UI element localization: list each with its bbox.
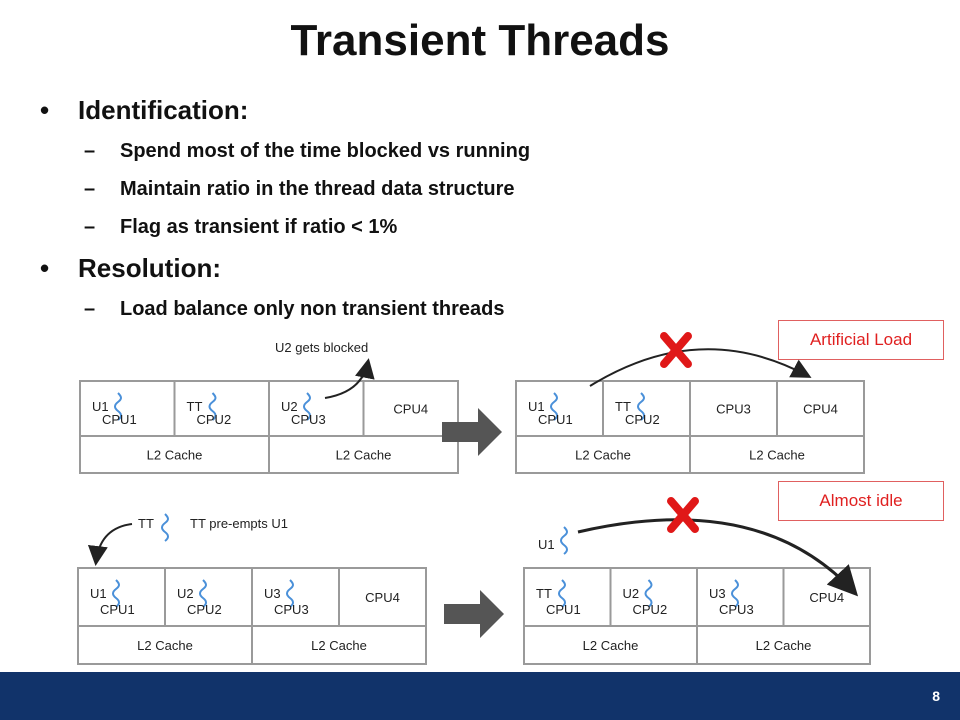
l2-cache-label: L2 Cache [583,638,639,653]
thread-squiggle-icon [114,392,122,421]
l2-cache-label: L2 Cache [756,638,812,653]
l2-cache-label: L2 Cache [137,638,193,653]
sub-bullet-text: Flag as transient if ratio < 1% [120,216,398,238]
thread-label: U1 [528,399,545,414]
thread-label: TT [187,399,203,414]
cpu-label: CPU4 [365,590,400,605]
bullet-identification: • Identification: [40,88,740,132]
bullet-list: • Identification: – Spend most of the time… [40,88,740,328]
almost-idle-callout: Almost idle [778,481,944,521]
thread-squiggle-icon [161,513,169,542]
cpu-label: CPU4 [809,590,844,605]
dash-marker: – [84,140,96,162]
sub-bullet: – Flag as transient if ratio < 1% [40,208,740,246]
thread-squiggle-icon [286,579,294,608]
thread-squiggle-icon [560,526,568,555]
cpu-label: CPU1 [546,602,581,617]
cpu-label: CPU1 [100,602,135,617]
cpu-label: CPU2 [197,412,232,427]
cpu-label: CPU3 [274,602,309,617]
cpu-label: CPU4 [393,402,428,417]
bullet-dot: • [40,95,50,125]
dash-marker: – [84,216,96,238]
thread-label: U2 [177,586,194,601]
thread-label: U1 [538,537,555,552]
red-x-icon [667,497,699,533]
thread-squiggle-icon [199,579,207,608]
thread-label: U1 [92,399,109,414]
bullet-resolution-label: Resolution: [78,253,221,283]
l2-cache-label: L2 Cache [336,448,392,463]
sub-bullet: – Maintain ratio in the thread data struc… [40,170,740,208]
red-x-icon [660,332,692,368]
page-number: 8 [932,688,940,704]
thread-label: U3 [709,586,726,601]
bullet-dot: • [40,253,50,283]
thread-squiggle-icon [731,579,739,608]
thread-label: U3 [264,586,281,601]
cpu-label: CPU3 [716,402,751,417]
cpu-label: CPU1 [102,412,137,427]
bullet-resolution: • Resolution: [40,246,740,290]
bullet-identification-label: Identification: [78,95,249,125]
thread-squiggle-icon [637,392,645,421]
sub-bullet-text: Load balance only non transient threads [120,298,505,320]
l2-cache-label: L2 Cache [147,448,203,463]
blocked-curve-arrow [324,358,375,399]
thread-label: TT [536,586,552,601]
sub-bullet: – Spend most of the time blocked vs runni… [40,132,740,170]
cpu-label: CPU2 [187,602,222,617]
cpu-label: CPU3 [291,412,326,427]
l2-cache-label: L2 Cache [575,448,631,463]
artificial-load-callout: Artificial Load [778,320,944,360]
tt-preempts-annotation: TT pre-empts U1 [190,516,288,531]
cpu-label: CPU4 [803,402,838,417]
migration-arc-arrow [577,518,859,597]
u2-blocked-annotation: U2 gets blocked [275,340,368,355]
sub-bullet-text: Maintain ratio in the thread data struct… [120,178,515,200]
dash-marker: – [84,298,96,320]
thread-squiggle-icon [644,579,653,608]
thread-squiggle-icon [558,579,566,608]
footer-bar: 8 [0,672,960,720]
thread-squiggle-icon [208,392,217,421]
cpu-label: CPU3 [719,602,754,617]
preempt-curve-arrow [87,523,133,566]
l2-cache-label: L2 Cache [311,638,367,653]
cpu-label: CPU2 [625,412,660,427]
thread-label: TT [138,516,154,531]
cpu-label: CPU2 [633,602,668,617]
red-x-stroke [660,332,692,368]
dash-marker: – [84,178,96,200]
thread-label: U2 [281,399,298,414]
thread-label: TT [615,399,631,414]
thread-label: U2 [623,586,640,601]
thread-squiggle-icon [303,392,311,421]
cpu-label: CPU1 [538,412,573,427]
slide-title: Transient Threads [290,16,670,65]
migration-arc-arrow [589,348,812,387]
thread-squiggle-icon [550,392,558,421]
sub-bullet-text: Spend most of the time blocked vs runnin… [120,140,531,162]
thread-label: U1 [90,586,107,601]
transition-arrow-icon [444,590,504,638]
transition-arrow-icon [442,408,502,456]
red-x-stroke [667,497,699,533]
thread-squiggle-icon [112,579,120,608]
sub-bullet: – Load balance only non transient threads [40,290,740,328]
l2-cache-label: L2 Cache [749,448,805,463]
